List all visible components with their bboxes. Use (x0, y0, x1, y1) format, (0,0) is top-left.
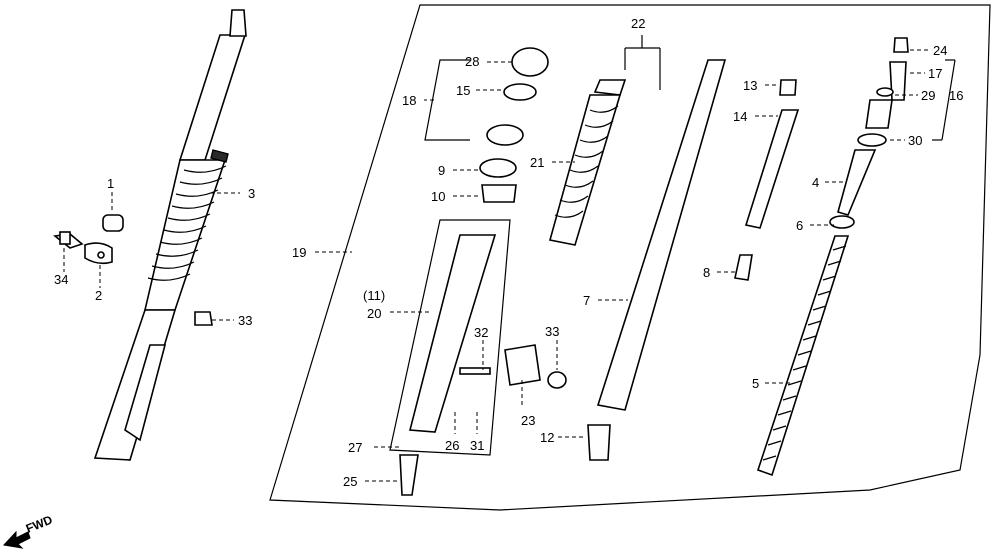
callout-27: 27 (348, 440, 362, 455)
callout-13: 13 (743, 78, 757, 93)
callout-labels: 1 2 3 34 33 19 (11) 20 18 28 15 9 10 21 … (54, 16, 963, 489)
callout-34: 34 (54, 272, 68, 287)
callout-12: 12 (540, 430, 554, 445)
callout-24: 24 (933, 43, 947, 58)
callout-33a: 33 (238, 313, 252, 328)
callout-20: 20 (367, 306, 381, 321)
callout-16: 16 (949, 88, 963, 103)
callout-33b: 33 (545, 324, 559, 339)
callout-30: 30 (908, 133, 922, 148)
callout-25: 25 (343, 474, 357, 489)
callout-8: 8 (703, 265, 710, 280)
callout-17: 17 (928, 66, 942, 81)
small-parts-left (53, 214, 213, 326)
callout-15: 15 (456, 83, 470, 98)
fwd-arrow-icon (3, 530, 31, 549)
callout-31: 31 (470, 438, 484, 453)
leader-lines (63, 35, 956, 482)
callout-4: 4 (812, 175, 819, 190)
callout-19: 19 (292, 245, 306, 260)
fwd-indicator: FWD (3, 512, 55, 549)
callout-18: 18 (402, 93, 416, 108)
assembled-fork (93, 9, 247, 461)
callout-28: 28 (465, 54, 479, 69)
callout-5: 5 (752, 376, 759, 391)
outer-tube-group-box (389, 219, 511, 456)
callout-29: 29 (921, 88, 935, 103)
exploded-frame (269, 4, 991, 511)
callout-3: 3 (248, 186, 255, 201)
callout-21: 21 (530, 155, 544, 170)
callout-9: 9 (438, 163, 445, 178)
callout-10: 10 (431, 189, 445, 204)
callout-2: 2 (95, 288, 102, 303)
exploded-parts (399, 37, 909, 496)
callout-14: 14 (733, 109, 747, 124)
callout-11: (11) (363, 288, 385, 303)
callout-23: 23 (521, 413, 535, 428)
callout-6: 6 (796, 218, 803, 233)
callout-22: 22 (631, 16, 645, 31)
callout-7: 7 (583, 293, 590, 308)
callout-1: 1 (107, 176, 114, 191)
callout-26: 26 (445, 438, 459, 453)
fwd-label: FWD (24, 512, 55, 535)
callout-32: 32 (474, 325, 488, 340)
